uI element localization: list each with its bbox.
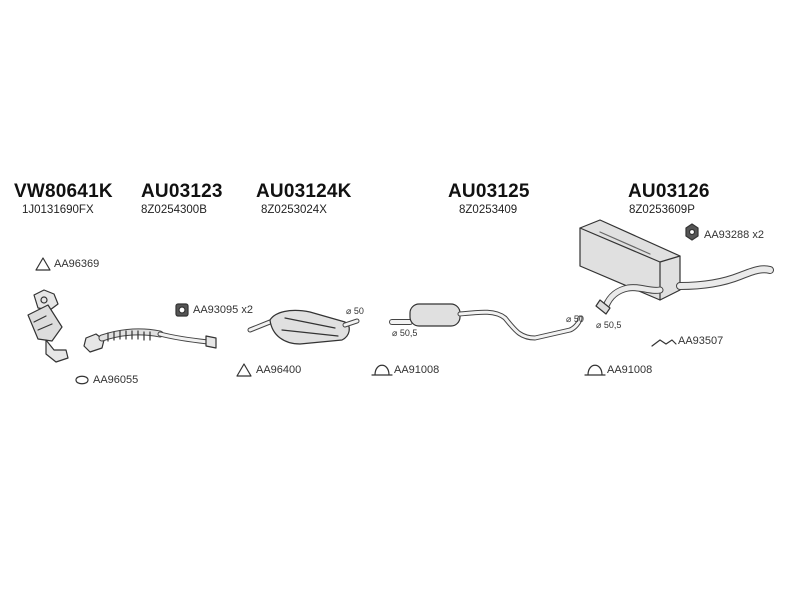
catalytic-converter-front-icon: [27, 289, 69, 363]
catalytic-converter-middle-icon: [247, 309, 360, 345]
diameter-label: ⌀ 50,5: [596, 320, 622, 330]
clamp-icon: [371, 364, 393, 376]
gasket-icon: [35, 257, 51, 271]
part-code: AU03126: [628, 181, 710, 202]
accessory-label: AA96400: [256, 364, 302, 376]
rubber-mount-icon: [175, 303, 189, 317]
gasket-icon: [75, 375, 89, 385]
accessory-label: AA93288 x2: [704, 229, 764, 241]
accessory-label: AA91008: [607, 364, 653, 376]
accessory-label: AA96055: [93, 374, 139, 386]
middle-silencer-icon: [389, 303, 583, 341]
part-code: VW80641K: [14, 181, 113, 202]
accessory-label: AA93507: [678, 335, 724, 347]
accessory-label: AA96369: [54, 258, 100, 270]
part-number: 8Z0253609P: [629, 204, 695, 216]
rubber-mount-icon: [685, 223, 699, 241]
front-pipe-icon: [83, 328, 217, 353]
accessory-label: AA93095 x2: [193, 304, 253, 316]
diameter-label: ⌀ 50: [346, 306, 364, 316]
clamp-icon: [584, 364, 606, 376]
part-number: 8Z0253024X: [261, 204, 327, 216]
part-number: 8Z0253409: [459, 204, 518, 216]
part-code: AU03125: [448, 181, 530, 202]
part-code: AU03124K: [256, 181, 352, 202]
part-number: 1J0131690FX: [22, 204, 94, 216]
accessory-label: AA91008: [394, 364, 440, 376]
part-number: 8Z0254300B: [141, 204, 207, 216]
rear-silencer-icon: [579, 219, 774, 315]
diameter-label: ⌀ 50,5: [392, 328, 418, 338]
bracket-icon: [651, 339, 677, 347]
part-code: AU03123: [141, 181, 223, 202]
diameter-label: ⌀ 50: [566, 314, 584, 324]
gasket-icon: [236, 363, 252, 377]
